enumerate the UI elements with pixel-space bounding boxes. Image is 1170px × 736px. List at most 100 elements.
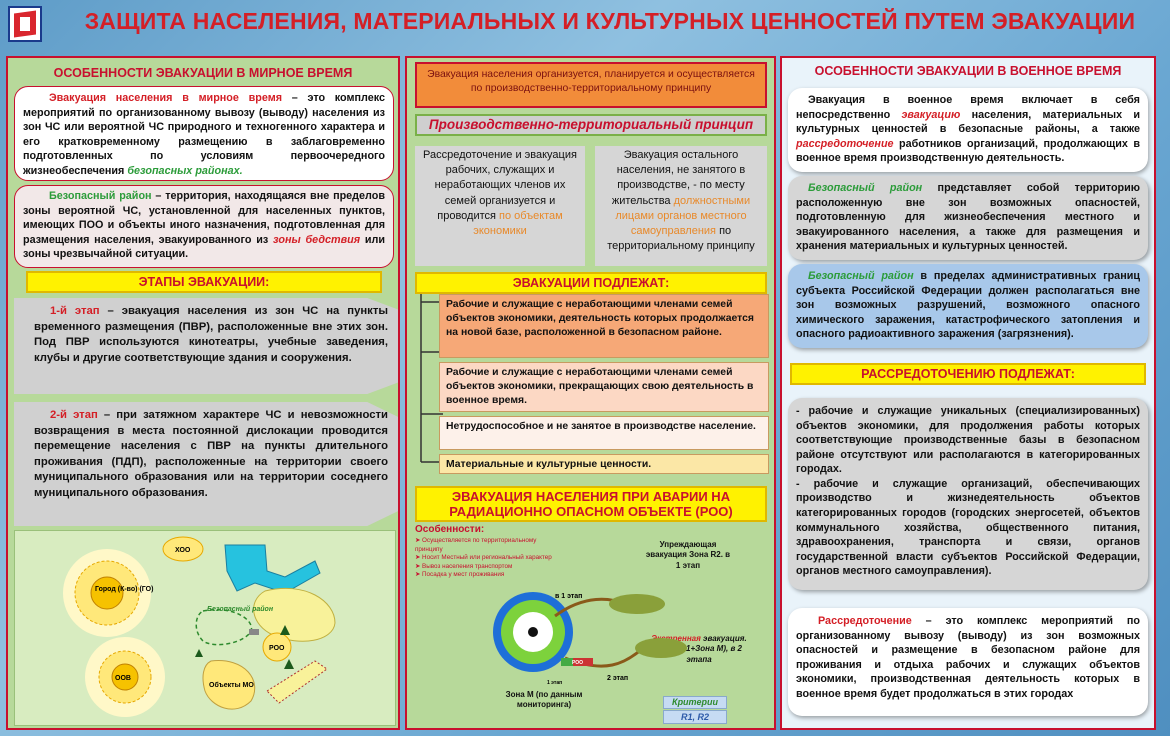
safe-area-definition: Безопасный район – территория, находящая… (14, 185, 394, 268)
safe-area-term: Безопасный район (49, 190, 152, 202)
roo-center (528, 627, 538, 637)
stage-1-term: 1-й этап (50, 305, 100, 317)
evac-item-4: Материальные и культурные ценности. (439, 454, 769, 474)
preventive-evac-label: Упреждающая эвакуация Зона R2. в 1 этап (645, 540, 731, 570)
organization-box: Эвакуация населения организуется, планир… (415, 62, 767, 108)
roo-label: РОО (572, 660, 583, 666)
hoo-label: ХОО (175, 547, 191, 554)
items-bracket (420, 294, 443, 463)
assembly-point-icon (561, 658, 573, 666)
oov-zone-core (111, 663, 139, 691)
oov-label: ООВ (115, 675, 131, 682)
dispersal-text: – это комплекс мероприятий по организова… (796, 615, 1140, 700)
wartime-evac-term: эвакуацию (901, 108, 961, 121)
tree-icon (195, 649, 203, 657)
dispersal-item-1: - рабочие и служащие уникальных (специал… (796, 405, 1140, 476)
residents-evacuation-orange: должностными лицами органов местного сам… (615, 194, 751, 237)
disaster-zone: зоны бедствия (273, 233, 361, 246)
page-title: ЗАЩИТА НАСЕЛЕНИЯ, МАТЕРИАЛЬНЫХ И КУЛЬТУР… (84, 8, 1136, 34)
workers-dispersal-box: Рассредоточение и эвакуация рабочих, слу… (415, 146, 585, 266)
objects-label: Объекты МО (209, 681, 254, 689)
wartime-evac-a: Эвакуация в военное время включает в себ… (796, 94, 1140, 121)
safe-area-stage-1 (609, 594, 665, 614)
workers-dispersal-orange: по объектам экономики (473, 209, 563, 237)
dispersal-heading: РАССРЕДОТОЧЕНИЮ ПОДЛЕЖАТ: (790, 363, 1146, 385)
peacetime-definition: Эвакуация населения в мирное время – это… (14, 86, 394, 181)
hoo-zone (162, 536, 204, 562)
safe-area-wartime-text: представляет собой территорию расположен… (796, 182, 1140, 253)
feature-item: ➤ Посадка у мест проживания (415, 571, 505, 578)
municipal-objects-zone (202, 660, 256, 710)
evacuation-map: Город (К-во) (ГО) ХОО РОО ООВ Безопасный… (14, 530, 396, 726)
roo-building-icon (573, 658, 593, 666)
emblem-logo (8, 6, 42, 42)
reservoir-zone (253, 587, 336, 642)
tree-icon (280, 625, 290, 635)
safe-area-boundaries-box: Безопасный район в пределах администрати… (788, 264, 1148, 348)
evac-item-1: Рабочие и служащие с неработающими члена… (439, 294, 769, 358)
left-column-peacetime: ОСОБЕННОСТИ ЭВАКУАЦИИ В МИРНОЕ ВРЕМЯ Эва… (6, 56, 400, 730)
emergency-evac-label: Экстренная эвакуация. (Зона R1+Зона М), … (651, 634, 747, 664)
river-flood-zone (224, 544, 321, 594)
feature-item: ➤ Носит Местный или региональный характе… (415, 554, 552, 561)
roo-zone (262, 632, 292, 662)
safe-area-end: или зоны чрезвычайной ситуации. (23, 233, 385, 261)
stage-1-text: – эвакуация населения из зон ЧС на пункт… (34, 305, 389, 364)
dispersal-term: Рассредоточение (818, 615, 912, 627)
roo-heading: ЭВАКУАЦИЯ НАСЕЛЕНИЯ ПРИ АВАРИИ НА РАДИАЦ… (415, 486, 767, 522)
city-label: Город (К-во) (ГО) (95, 586, 153, 593)
roo-zones-drawing: в 1 этап 2 этап 1 этап РОО (493, 592, 687, 686)
evac-item-3: Нетрудоспособное и не занятое в производ… (439, 416, 769, 450)
city-zone-core (90, 576, 124, 610)
peacetime-text: – это комплекс мероприятий по организова… (23, 92, 385, 177)
wartime-heading: ОСОБЕННОСТИ ЭВАКУАЦИИ В ВОЕННОЕ ВРЕМЯ (814, 64, 1122, 78)
stage-2-block: 2-й этап – при затяжном характере ЧС и н… (14, 402, 398, 526)
residents-evacuation-end: по территориальному принципу (607, 224, 755, 253)
dispersal-list-box: - рабочие и служащие уникальных (специал… (788, 398, 1148, 590)
stage-1-small-label: 1 этап (547, 680, 562, 686)
building-icon (249, 629, 259, 635)
wartime-evac-definition: Эвакуация в военное время включает в себ… (788, 88, 1148, 172)
zone-m-label: Зона М (по данным мониторинга) (505, 690, 583, 709)
tree-icon (284, 659, 294, 669)
dispersal-definition: Рассредоточение – это комплекс мероприят… (788, 608, 1148, 716)
criteria-label: Критерии (663, 696, 727, 709)
principle-title: Производственно-территориальный принцип (415, 114, 767, 136)
workers-dispersal-text: Рассредоточение и эвакуация рабочих, слу… (423, 149, 577, 222)
peacetime-safe-areas: безопасных районах. (127, 164, 243, 177)
stage-2-text: – при затяжном характере ЧС и невозможно… (34, 409, 388, 499)
wartime-evac-b: населения, материальных и культурных цен… (796, 108, 1140, 136)
roo-evacuation-diagram: Особенности: ➤ Осуществляется по террито… (415, 524, 767, 726)
stage-2-term: 2-й этап (50, 409, 98, 421)
right-column-wartime: ОСОБЕННОСТИ ЭВАКУАЦИИ В ВОЕННОЕ ВРЕМЯ Эв… (780, 56, 1156, 730)
stage-1-block: 1-й этап – эвакуация населения из зон ЧС… (14, 298, 398, 394)
safe-zone-label: Безопасный район (207, 605, 274, 613)
evacuation-route (266, 660, 328, 704)
feature-item: ➤ Осуществляется по территориальному при… (415, 537, 537, 553)
features-list: ➤ Осуществляется по территориальному при… (415, 537, 565, 580)
stage-1-label: в 1 этап (555, 593, 582, 600)
dispersal-item-2: - рабочие и служащие организаций, обеспе… (796, 477, 1140, 578)
middle-column-principle: Эвакуация населения организуется, планир… (405, 56, 776, 730)
wartime-evac-c: работников организаций, продолжающих в в… (796, 137, 1140, 165)
evac-item-2: Рабочие и служащие с неработающими члена… (439, 362, 769, 412)
safe-area-stage-2 (635, 638, 687, 658)
evacuation-map-drawing: Город (К-во) (ГО) ХОО РОО ООВ Безопасный… (63, 536, 336, 717)
stages-heading: ЭТАПЫ ЭВАКУАЦИИ: (26, 271, 382, 293)
safe-area-wartime-term: Безопасный район (808, 182, 923, 194)
safe-area-text: – территория, находящаяся вне пределов з… (23, 190, 385, 246)
safe-area-boundaries-text: в пределах административных границ субъе… (796, 270, 1140, 341)
stage-2-label: 2 этап (607, 675, 628, 682)
feature-item: ➤ Вывоз населения транспортом (415, 562, 513, 570)
residents-evacuation-text: Эвакуация остального населения, не занят… (611, 149, 746, 207)
roo-label: РОО (269, 645, 285, 652)
criteria-values: R1, R2 (663, 710, 727, 724)
safe-area-boundaries-term: Безопасный район (808, 270, 914, 282)
safe-zone-outline (195, 609, 253, 646)
wartime-dispersal-term: рассредоточение (796, 137, 894, 150)
peacetime-heading: ОСОБЕННОСТИ ЭВАКУАЦИИ В МИРНОЕ ВРЕМЯ (53, 66, 353, 80)
residents-evacuation-box: Эвакуация остального населения, не занят… (595, 146, 767, 266)
features-title: Особенности: (415, 524, 485, 535)
peacetime-term: Эвакуация населения в мирное время (49, 92, 283, 104)
subject-to-evacuation-heading: ЭВАКУАЦИИ ПОДЛЕЖАТ: (415, 272, 767, 294)
